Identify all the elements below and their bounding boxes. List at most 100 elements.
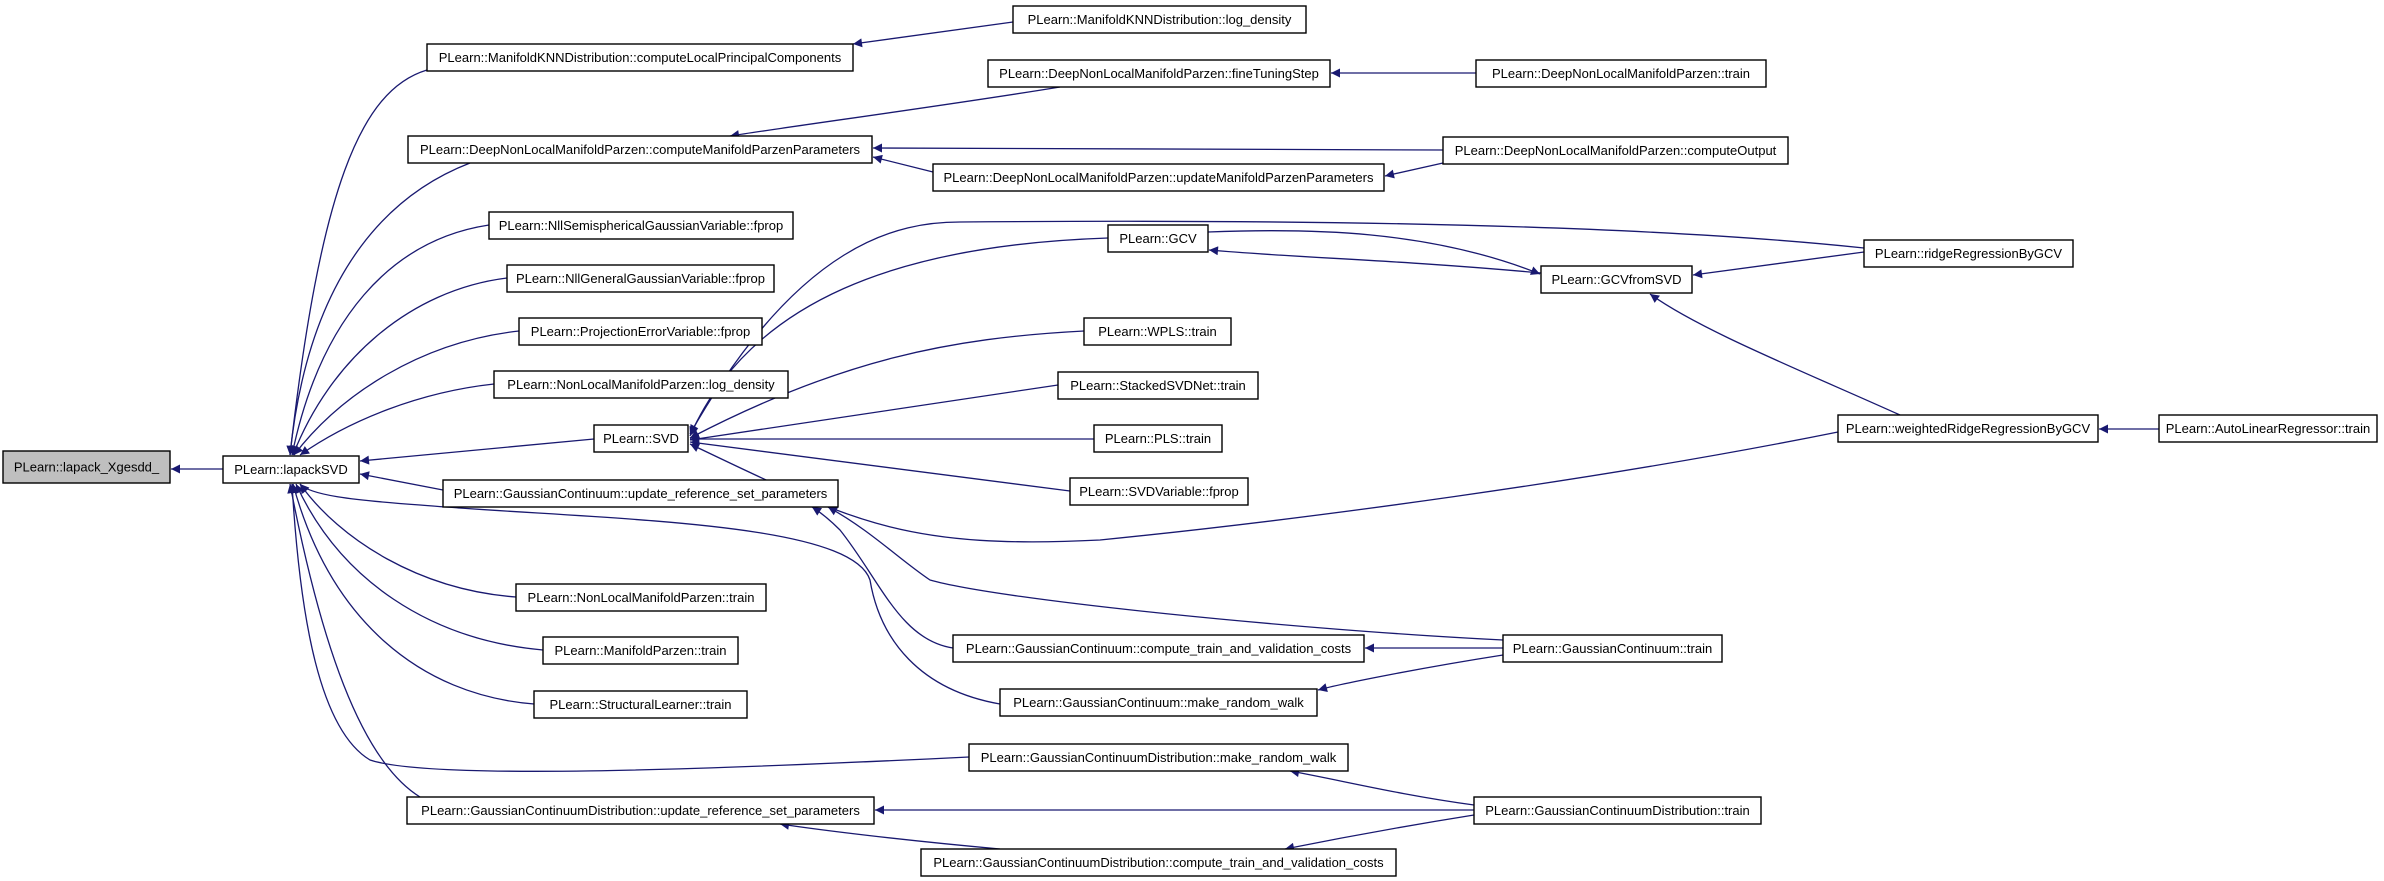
node-box bbox=[442, 479, 839, 508]
node-label: PLearn::GaussianContinuum::compute_train… bbox=[966, 641, 1352, 656]
node-label: PLearn::GaussianContinuumDistribution::c… bbox=[933, 855, 1384, 870]
node-label: PLearn::GaussianContinuumDistribution::t… bbox=[1485, 803, 1749, 818]
edge-n2-n1 bbox=[286, 69, 428, 456]
node-n25[interactable]: PLearn::GaussianContinuum::train bbox=[1502, 634, 1723, 663]
node-n17[interactable]: PLearn::WPLS::train bbox=[1083, 317, 1232, 346]
edge-n23-n1 bbox=[359, 471, 444, 491]
node-box bbox=[542, 636, 739, 665]
node-box bbox=[987, 59, 1331, 88]
node-n29[interactable]: PLearn::StructuralLearner::train bbox=[533, 690, 748, 719]
node-box bbox=[1069, 477, 1249, 506]
node-n1[interactable]: PLearn::lapackSVD bbox=[222, 455, 360, 484]
edge-n13-n1 bbox=[359, 438, 595, 465]
node-n33[interactable]: PLearn::GaussianContinuumDistribution::c… bbox=[920, 848, 1397, 877]
node-box bbox=[2158, 414, 2378, 443]
node-label: PLearn::StructuralLearner::train bbox=[549, 697, 731, 712]
node-box bbox=[2, 450, 171, 484]
node-n13[interactable]: PLearn::SVD bbox=[593, 424, 689, 453]
node-box bbox=[406, 796, 875, 825]
node-n16[interactable]: PLearn::ridgeRegressionByGCV bbox=[1863, 239, 2074, 268]
node-n27[interactable]: PLearn::NonLocalManifoldParzen::train bbox=[515, 583, 767, 612]
node-label: PLearn::ridgeRegressionByGCV bbox=[1875, 246, 2062, 261]
edge-n8-n6 bbox=[872, 154, 934, 173]
node-n15[interactable]: PLearn::GCVfromSVD bbox=[1540, 265, 1693, 294]
edge-n4-n6 bbox=[729, 86, 1061, 140]
node-n21[interactable]: PLearn::weightedRidgeRegressionByGCV bbox=[1837, 414, 2099, 443]
node-n5[interactable]: PLearn::DeepNonLocalManifoldParzen::trai… bbox=[1475, 59, 1767, 88]
node-label: PLearn::NonLocalManifoldParzen::log_dens… bbox=[507, 377, 775, 392]
node-label: PLearn::ProjectionErrorVariable::fprop bbox=[531, 324, 750, 339]
node-label: PLearn::DeepNonLocalManifoldParzen::upda… bbox=[944, 170, 1374, 185]
node-box bbox=[1442, 136, 1789, 165]
node-box bbox=[506, 264, 775, 293]
node-n24[interactable]: PLearn::GaussianContinuum::compute_train… bbox=[952, 634, 1365, 663]
edge-n7-n6 bbox=[872, 143, 1444, 153]
node-box bbox=[1093, 424, 1223, 453]
edge-n21-n13 bbox=[689, 431, 1839, 543]
node-n4[interactable]: PLearn::DeepNonLocalManifoldParzen::fine… bbox=[987, 59, 1331, 88]
node-n31[interactable]: PLearn::GaussianContinuumDistribution::u… bbox=[406, 796, 875, 825]
node-label: PLearn::StackedSVDNet::train bbox=[1070, 378, 1246, 393]
node-label: PLearn::ManifoldKNNDistribution::log_den… bbox=[1028, 12, 1292, 27]
node-n23[interactable]: PLearn::GaussianContinuum::update_refere… bbox=[442, 479, 839, 508]
node-label: PLearn::GCV bbox=[1119, 231, 1197, 246]
node-box bbox=[426, 43, 854, 72]
node-n19[interactable]: PLearn::PLS::train bbox=[1093, 424, 1223, 453]
node-box bbox=[968, 743, 1349, 772]
node-n10[interactable]: PLearn::NllGeneralGaussianVariable::fpro… bbox=[506, 264, 775, 293]
node-box bbox=[222, 455, 360, 484]
node-label: PLearn::ManifoldParzen::train bbox=[555, 643, 727, 658]
node-box bbox=[515, 583, 767, 612]
node-n11[interactable]: PLearn::ProjectionErrorVariable::fprop bbox=[518, 317, 763, 346]
node-n28[interactable]: PLearn::ManifoldParzen::train bbox=[542, 636, 739, 665]
edge-n16-n13 bbox=[689, 220, 1865, 435]
node-box bbox=[1475, 59, 1767, 88]
edge-n14-n15 bbox=[1207, 229, 1541, 275]
edge-n25-n26 bbox=[1317, 654, 1504, 692]
node-n2[interactable]: PLearn::ManifoldKNNDistribution::compute… bbox=[426, 43, 854, 72]
node-n26[interactable]: PLearn::GaussianContinuum::make_random_w… bbox=[999, 688, 1318, 717]
node-n0[interactable]: PLearn::lapack_Xgesdd_ bbox=[2, 450, 171, 484]
node-box bbox=[533, 690, 748, 719]
node-label: PLearn::GaussianContinuumDistribution::m… bbox=[981, 750, 1337, 765]
edge-n24-n23 bbox=[811, 506, 954, 649]
node-n3[interactable]: PLearn::ManifoldKNNDistribution::log_den… bbox=[1012, 5, 1307, 34]
edge-n31-n1 bbox=[287, 483, 421, 798]
node-label: PLearn::NonLocalManifoldParzen::train bbox=[528, 590, 755, 605]
node-n32[interactable]: PLearn::GaussianContinuumDistribution::t… bbox=[1473, 796, 1762, 825]
node-layer: PLearn::lapack_Xgesdd_PLearn::lapackSVDP… bbox=[2, 5, 2378, 877]
edge-n30-n1 bbox=[288, 483, 970, 772]
node-box bbox=[1863, 239, 2074, 268]
edge-n17-n13 bbox=[689, 330, 1085, 439]
node-box bbox=[952, 634, 1365, 663]
node-label: PLearn::AutoLinearRegressor::train bbox=[2166, 421, 2371, 436]
node-label: PLearn::lapack_Xgesdd_ bbox=[14, 460, 160, 475]
node-box bbox=[407, 135, 873, 164]
node-box bbox=[1083, 317, 1232, 346]
node-n30[interactable]: PLearn::GaussianContinuumDistribution::m… bbox=[968, 743, 1349, 772]
node-label: PLearn::ManifoldKNNDistribution::compute… bbox=[439, 50, 842, 65]
edge-n10-n1 bbox=[292, 277, 508, 456]
node-n20[interactable]: PLearn::SVDVariable::fprop bbox=[1069, 477, 1249, 506]
edge-n11-n1 bbox=[293, 330, 520, 456]
node-n12[interactable]: PLearn::NonLocalManifoldParzen::log_dens… bbox=[493, 370, 789, 399]
node-box bbox=[999, 688, 1318, 717]
node-n18[interactable]: PLearn::StackedSVDNet::train bbox=[1057, 371, 1259, 400]
edge-n32-n33 bbox=[1284, 814, 1475, 852]
node-n22[interactable]: PLearn::AutoLinearRegressor::train bbox=[2158, 414, 2378, 443]
edge-n33-n31 bbox=[779, 820, 1001, 850]
node-n7[interactable]: PLearn::DeepNonLocalManifoldParzen::comp… bbox=[1442, 136, 1789, 165]
edge-n7-n8 bbox=[1384, 162, 1444, 179]
node-box bbox=[488, 211, 794, 240]
node-label: PLearn::WPLS::train bbox=[1098, 324, 1217, 339]
node-n14[interactable]: PLearn::GCV bbox=[1107, 224, 1209, 253]
node-label: PLearn::SVD bbox=[603, 431, 679, 446]
node-box bbox=[593, 424, 689, 453]
node-label: PLearn::PLS::train bbox=[1105, 431, 1211, 446]
node-label: PLearn::DeepNonLocalManifoldParzen::fine… bbox=[999, 66, 1319, 81]
node-n9[interactable]: PLearn::NllSemisphericalGaussianVariable… bbox=[488, 211, 794, 240]
node-n6[interactable]: PLearn::DeepNonLocalManifoldParzen::comp… bbox=[407, 135, 873, 164]
edge-n32-n30 bbox=[1289, 768, 1475, 806]
node-n8[interactable]: PLearn::DeepNonLocalManifoldParzen::upda… bbox=[932, 163, 1385, 192]
node-label: PLearn::NllSemisphericalGaussianVariable… bbox=[499, 218, 783, 233]
